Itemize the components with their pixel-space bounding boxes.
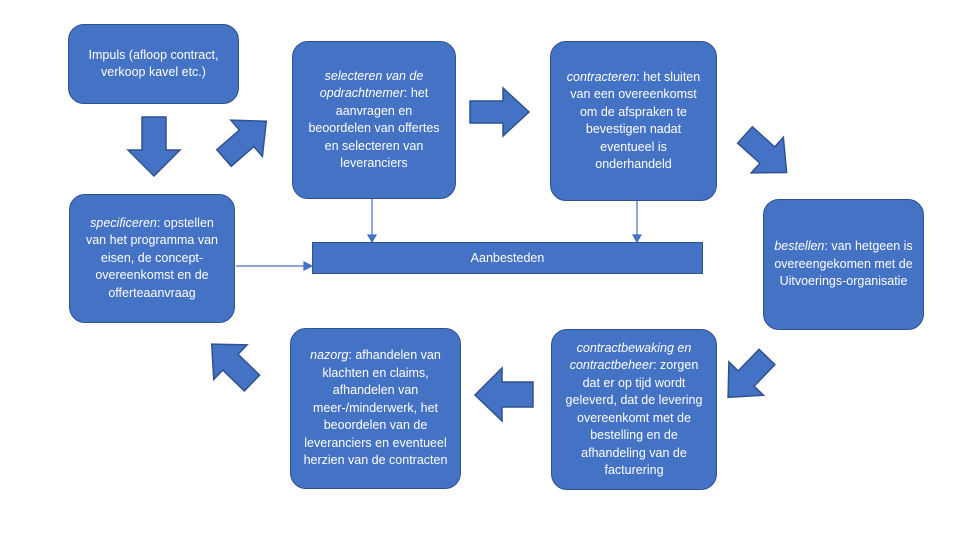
box-bestellen: bestellen: van hetgeen is overeengekomen… (763, 199, 924, 330)
arrow-down-impuls-to-specificeren (126, 116, 182, 178)
arrow-down-left-bestellen-to-contractbewaking (727, 348, 776, 399)
specificeren-text: : opstellen van het programma van eisen,… (85, 215, 218, 300)
specificeren-term: specificeren (90, 215, 157, 230)
bestellen-term: bestellen (774, 239, 825, 254)
box-selecteren: selecteren van de opdrachtnemer: het aan… (292, 41, 456, 199)
contractbewaking-term: contractbewaking en contractbeheer (569, 340, 692, 373)
arrow-up-left-nazorg-to-specificeren (210, 343, 261, 392)
nazorg-term: nazorg (310, 348, 349, 363)
bestellen-text: : van hetgeen is overeengekomen met de U… (774, 239, 913, 289)
arrow-up-right-specificeren-to-selecteren (215, 119, 268, 168)
box-nazorg: nazorg: afhandelen van klachten en claim… (290, 328, 461, 489)
impuls-text: Impuls (afloop contract, verkoop kavel e… (88, 47, 219, 80)
box-contracteren: contracteren: het sluiten van een overee… (550, 41, 717, 201)
contractbewaking-text: : zorgen dat er op tijd wordt geleverd, … (565, 358, 703, 477)
contracteren-term: contracteren (566, 69, 637, 84)
connector-arrowhead-specificeren (303, 261, 314, 271)
box-contractbewaking: contractbewaking en contractbeheer: zorg… (551, 329, 717, 490)
selecteren-text: : het aanvragen en beoordelen van offert… (308, 86, 440, 170)
box-specificeren: specificeren: opstellen van het programm… (69, 194, 235, 323)
arrow-left-contractbewaking-to-nazorg (473, 366, 534, 423)
arrow-down-right-contracteren-to-bestellen (736, 125, 788, 174)
connector-arrowhead-contracteren (631, 234, 643, 244)
aanbesteden-bar: Aanbesteden (312, 242, 703, 274)
connector-arrowhead-selecteren (366, 234, 378, 244)
nazorg-text: : afhandelen van klachten en claims, afh… (303, 348, 448, 468)
contracteren-text: : het sluiten van een overeenkomst om de… (570, 69, 701, 172)
arrow-right-selecteren-to-contracteren (469, 86, 531, 138)
aanbesteden-label: Aanbesteden (470, 251, 545, 265)
selecteren-term: selecteren van de opdrachtnemer (319, 68, 424, 101)
box-impuls: Impuls (afloop contract, verkoop kavel e… (68, 24, 239, 104)
